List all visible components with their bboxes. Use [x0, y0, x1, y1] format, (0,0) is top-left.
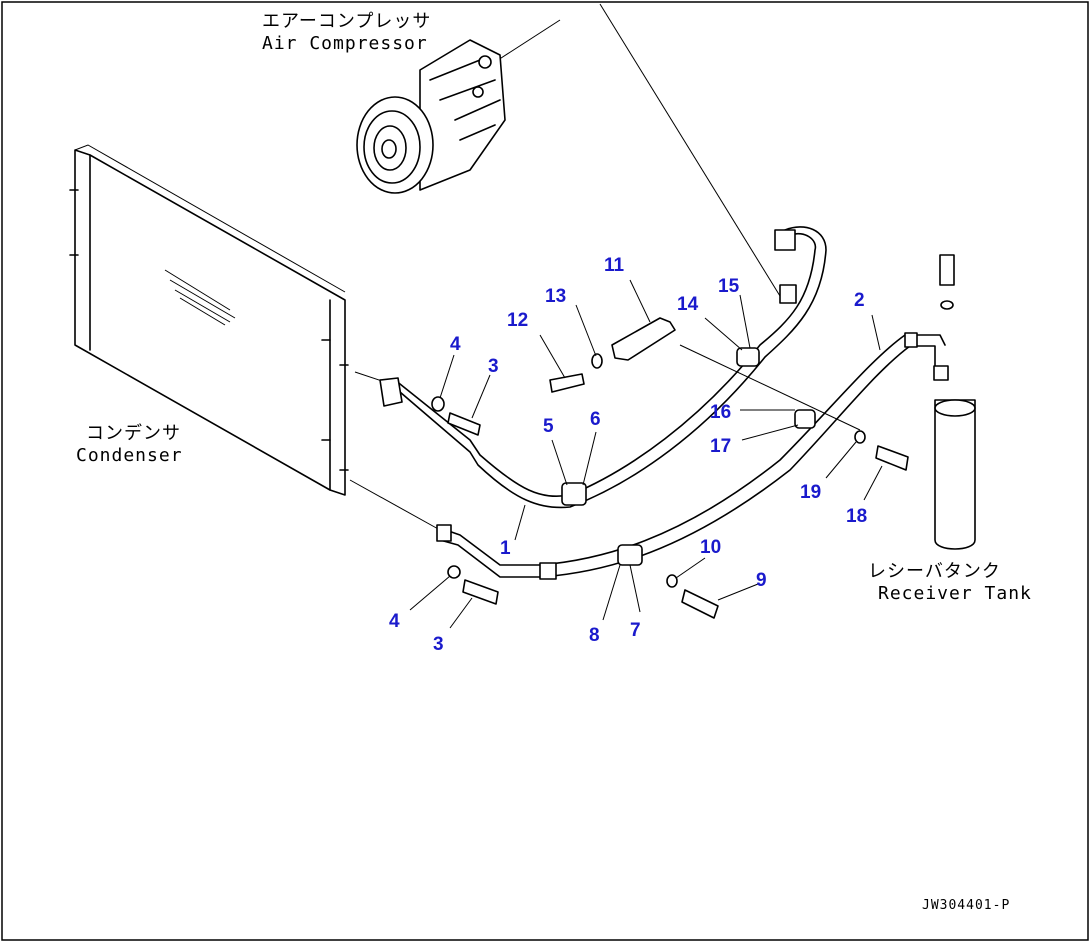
callout-3-lower: 3	[433, 634, 444, 655]
callout-4-lower: 4	[389, 611, 400, 632]
hose-2	[436, 332, 946, 580]
callout-5: 5	[543, 416, 554, 437]
callout-12: 12	[507, 310, 529, 331]
condenser-label: Condenser	[76, 445, 183, 466]
callout-10: 10	[700, 537, 722, 558]
callout-19: 19	[800, 482, 822, 503]
callout-leaders	[409, 279, 883, 629]
callout-15: 15	[718, 276, 740, 297]
callout-16: 16	[710, 402, 732, 423]
callout-11: 11	[604, 255, 625, 276]
callout-18: 18	[846, 506, 868, 527]
receiver-tank-label-jp: レシーバタンク	[868, 561, 1001, 582]
hose-1	[379, 226, 827, 509]
compressor-hose-leader	[599, 3, 781, 297]
callout-3-upper: 3	[488, 356, 499, 377]
bolts-and-washers	[431, 353, 909, 619]
bracket-11	[611, 317, 676, 361]
receiver-tank	[933, 254, 976, 550]
drawing-code: JW304401-P	[922, 898, 1011, 913]
condenser-label-jp: コンデンサ	[86, 423, 181, 444]
callout-14: 14	[677, 294, 699, 315]
callout-13: 13	[545, 286, 567, 307]
callout-4-upper: 4	[450, 334, 461, 355]
callout-8: 8	[589, 625, 600, 646]
clamps	[561, 347, 816, 566]
callout-1: 1	[500, 538, 511, 559]
condenser-leader-lower	[349, 479, 441, 531]
callout-7: 7	[630, 620, 641, 641]
air-compressor-label-jp: エアーコンプレッサ	[262, 11, 432, 32]
clamp-leader	[679, 344, 861, 431]
air-compressor-label: Air Compressor	[262, 33, 428, 54]
receiver-tank-label: Receiver Tank	[878, 583, 1032, 604]
condenser	[69, 144, 349, 496]
air-compressor	[356, 39, 506, 194]
callout-9: 9	[756, 570, 767, 591]
callout-2: 2	[854, 290, 865, 311]
callout-17: 17	[710, 436, 732, 457]
callout-6: 6	[590, 409, 601, 430]
compressor-leader	[497, 19, 561, 61]
